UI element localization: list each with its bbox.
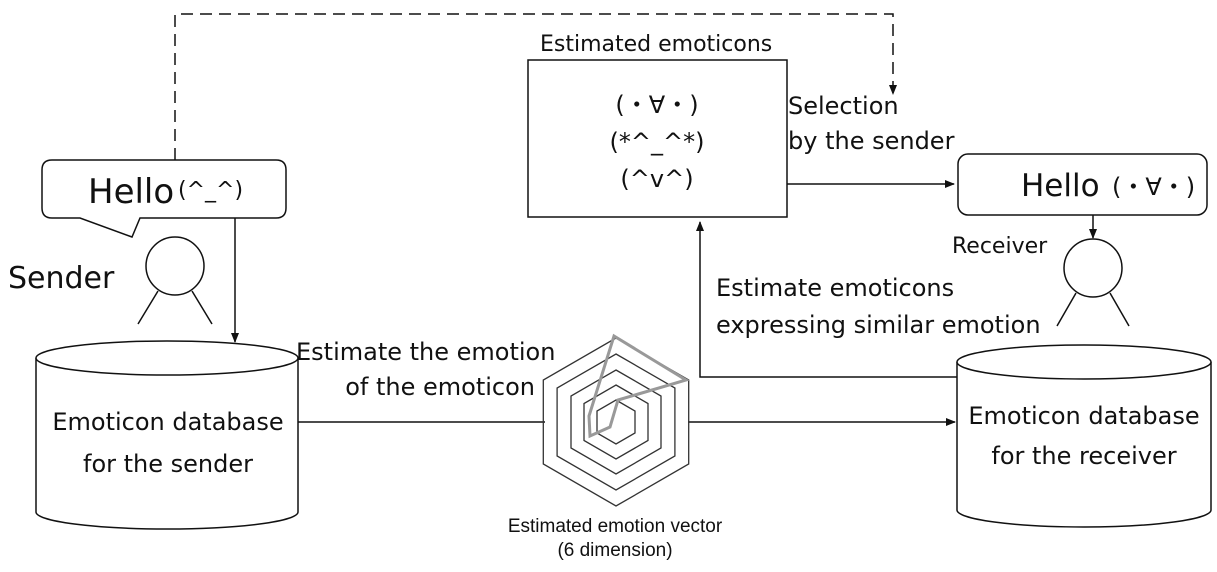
receiver-database <box>956 344 1212 528</box>
selection-line1: Selection <box>788 92 899 120</box>
estimated-emoticon-1: (・∀・) <box>615 91 698 119</box>
estimated-emoticons-title: Estimated emoticons <box>540 32 772 57</box>
emotion-vector-caption-line2: (6 dimension) <box>557 540 672 561</box>
estimated-emoticons-box <box>527 59 788 218</box>
receiver-label: Receiver <box>952 234 1048 259</box>
sender-message: Hello <box>88 172 174 212</box>
estimated-emoticon-2: (*^_^*) <box>610 128 705 156</box>
emotion-vector-radar-icon <box>542 333 690 507</box>
receiver-database-label-line1: Emoticon database <box>968 402 1199 430</box>
estimate-emotion-line1: Estimate the emotion <box>296 338 555 366</box>
estimated-emoticon-3: (^v^) <box>620 165 693 193</box>
receiver-person-icon <box>1056 238 1130 327</box>
selection-line2: by the sender <box>788 127 955 155</box>
dashed-feedback-arrow <box>174 13 897 160</box>
sender-database-label-line1: Emoticon database <box>52 408 283 436</box>
estimate-emoticons-line1: Estimate emoticons <box>716 274 954 302</box>
sender-database <box>35 340 299 530</box>
sender-person-icon <box>137 236 213 325</box>
sender-speech-bubble <box>41 159 287 238</box>
receiver-message-box <box>957 153 1208 216</box>
receiver-db-to-emoticons-arrow <box>696 221 957 378</box>
receiver-emoticon: (・∀・) <box>1112 173 1195 201</box>
sender-label: Sender <box>8 261 115 296</box>
estimate-emotion-line2: of the emoticon <box>345 373 535 401</box>
sender-emoticon: (^_^) <box>178 178 243 203</box>
receiver-database-label-line2: for the receiver <box>991 442 1176 470</box>
emotion-vector-caption-line1: Estimated emotion vector <box>508 516 723 537</box>
estimate-emoticons-line2: expressing similar emotion <box>716 311 1041 339</box>
sender-database-label-line2: for the sender <box>83 450 253 478</box>
receiver-message: Hello <box>1021 168 1100 204</box>
